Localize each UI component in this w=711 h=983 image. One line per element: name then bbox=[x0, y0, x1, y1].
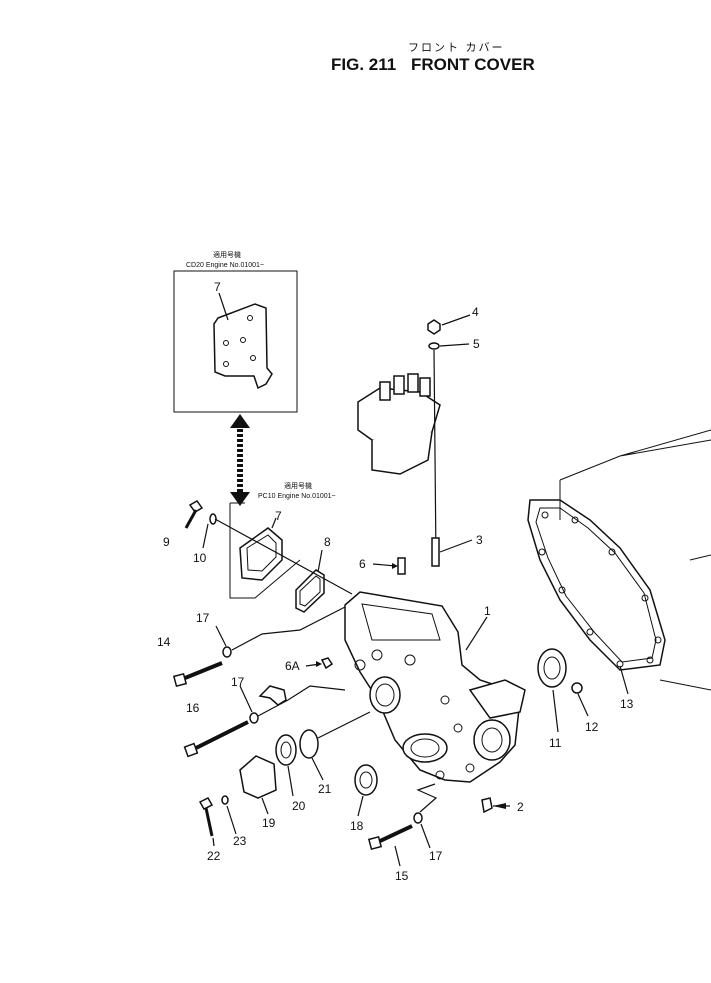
callout-9: 9 bbox=[163, 535, 170, 549]
figure-number: FIG. 211 bbox=[331, 55, 396, 74]
o-ring-21 bbox=[299, 729, 319, 759]
callout-11: 11 bbox=[549, 736, 562, 750]
seal-20 bbox=[275, 734, 297, 766]
callout-17a: 17 bbox=[196, 611, 210, 625]
bearing-11 bbox=[537, 648, 567, 688]
clamp bbox=[258, 685, 287, 706]
washer-17a bbox=[222, 646, 232, 658]
plug-6a bbox=[320, 657, 334, 670]
callout-4: 4 bbox=[472, 305, 479, 319]
bolt-14 bbox=[172, 661, 223, 688]
callout-17c: 17 bbox=[429, 849, 443, 863]
callout-17b: 17 bbox=[231, 675, 245, 689]
callout-22: 22 bbox=[207, 849, 221, 863]
bolt-15 bbox=[367, 824, 413, 851]
double-arrow bbox=[230, 414, 250, 506]
callout-18: 18 bbox=[350, 819, 364, 833]
gasket-8 bbox=[295, 569, 325, 613]
callout-7-inset2: 7 bbox=[275, 509, 282, 523]
callout-20: 20 bbox=[292, 799, 306, 813]
bolt-9 bbox=[184, 500, 204, 529]
callout-16: 16 bbox=[186, 701, 200, 715]
inset-2-applicability: PC10 Engine No.01001~ bbox=[258, 493, 336, 500]
callout-7-inset1: 7 bbox=[214, 280, 221, 294]
callout-10: 10 bbox=[193, 551, 207, 565]
nut-4 bbox=[427, 319, 441, 335]
callout-19: 19 bbox=[262, 816, 276, 830]
inset-1-frame bbox=[173, 270, 298, 413]
nut-12 bbox=[571, 682, 583, 694]
title-jp: フロント カバー bbox=[408, 41, 505, 54]
inset-1-plate bbox=[213, 303, 273, 390]
inset-2-kanji: 適用号機 bbox=[284, 481, 312, 490]
bolt-16 bbox=[183, 720, 249, 758]
callout-12: 12 bbox=[585, 720, 599, 734]
stud-3 bbox=[431, 537, 440, 567]
cover-19 bbox=[239, 755, 277, 799]
bolt-22 bbox=[198, 797, 214, 837]
engine-block-outline bbox=[559, 429, 711, 691]
callout-14: 14 bbox=[157, 635, 171, 649]
callout-21: 21 bbox=[318, 782, 332, 796]
inset-1-kanji: 適用号機 bbox=[213, 250, 241, 259]
washer-17b bbox=[249, 712, 259, 724]
callout-6: 6 bbox=[359, 557, 366, 571]
callout-13: 13 bbox=[620, 697, 634, 711]
washer-5 bbox=[428, 342, 440, 350]
callout-8: 8 bbox=[324, 535, 331, 549]
inset-box-pc10: 適用号機 PC10 Engine No.01001~ bbox=[229, 481, 336, 599]
injection-pump bbox=[357, 373, 441, 475]
plug-2 bbox=[481, 797, 493, 814]
washer-17c bbox=[413, 812, 423, 824]
callout-1: 1 bbox=[484, 604, 491, 618]
callout-2: 2 bbox=[517, 800, 524, 814]
washer-23 bbox=[221, 795, 229, 805]
front-cover-1 bbox=[344, 591, 526, 783]
inset-box-cd20: 適用号機 CD20 Engine No.01001~ bbox=[173, 250, 298, 413]
seal-18 bbox=[354, 764, 378, 796]
callout-3: 3 bbox=[476, 533, 483, 547]
callout-23: 23 bbox=[233, 834, 247, 848]
stud-6 bbox=[397, 557, 406, 575]
inset-2-plate bbox=[239, 527, 283, 581]
inset-1-applicability: CD20 Engine No.01001~ bbox=[186, 262, 264, 269]
figure-title: FRONT COVER bbox=[411, 55, 535, 74]
callout-15: 15 bbox=[395, 869, 409, 883]
callout-5: 5 bbox=[473, 337, 480, 351]
callout-6a: 6A bbox=[285, 659, 300, 673]
gasket-13 bbox=[527, 499, 666, 671]
